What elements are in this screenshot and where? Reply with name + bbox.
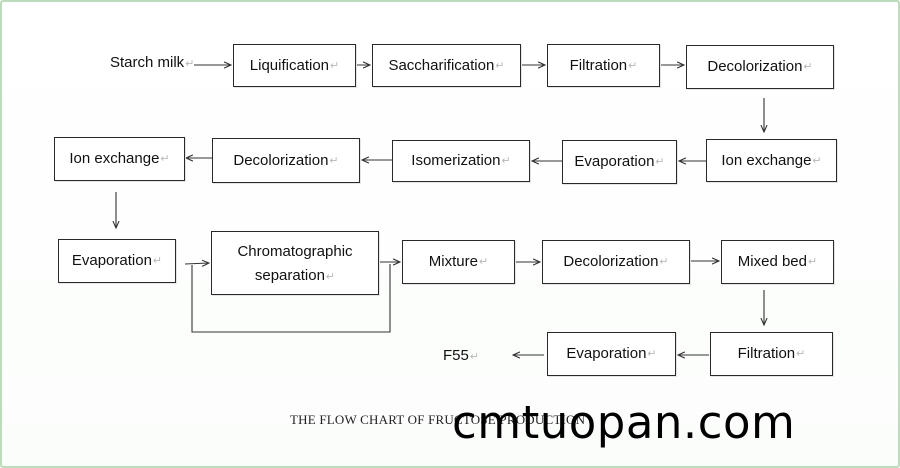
return-mark: ↵ <box>647 348 657 360</box>
step-label-line-2: separation↵ <box>237 264 352 289</box>
step-ion-exchange-1: Ion exchange↵ <box>706 139 837 182</box>
step-label: Ion exchange <box>69 150 160 167</box>
return-mark: ↵ <box>478 256 489 268</box>
start-label: Starch milk↵ <box>110 54 194 71</box>
step-label: Decolorization <box>707 58 803 75</box>
step-isomerization: Isomerization↵ <box>392 140 530 182</box>
step-label: Isomerization <box>411 152 501 169</box>
step-decolorization-1: Decolorization↵ <box>686 45 834 89</box>
bypass-line <box>191 264 391 333</box>
step-ion-exchange-2: Ion exchange↵ <box>54 137 185 181</box>
step-label: Ion exchange <box>721 151 812 169</box>
step-decolorization-2: Decolorization↵ <box>212 138 360 183</box>
step-label: Decolorization <box>233 151 329 169</box>
step-label-line-2-text: separation <box>254 266 325 284</box>
return-mark: ↵ <box>160 153 170 165</box>
step-label-two-line: Chromatographic separation↵ <box>237 240 352 289</box>
return-mark: ↵ <box>659 256 669 268</box>
step-label: Evaporation <box>566 345 647 362</box>
step-label: Evaporation <box>71 252 152 269</box>
step-liquification: Liquification↵ <box>233 44 356 87</box>
step-decolorization-3: Decolorization↵ <box>542 240 690 284</box>
return-mark: ↵ <box>655 156 665 168</box>
return-mark: ↵ <box>325 270 336 283</box>
end-label-text: F55 <box>443 347 469 364</box>
arrow-evaporation-to-chromatographic <box>184 263 209 264</box>
step-label: Mixed bed <box>737 253 807 270</box>
step-mixture: Mixture↵ <box>402 240 515 284</box>
step-filtration-1: Filtration↵ <box>547 44 660 87</box>
step-evaporation-1: Evaporation↵ <box>562 140 677 184</box>
step-mixed-bed: Mixed bed↵ <box>721 240 834 284</box>
return-mark: ↵ <box>796 348 806 360</box>
step-label: Saccharification <box>388 56 495 74</box>
return-mark: ↵ <box>808 256 818 268</box>
step-label: Mixture <box>428 253 478 270</box>
return-mark: ↵ <box>803 61 813 73</box>
watermark: cmtuopan.com <box>452 396 796 449</box>
return-mark: ↵ <box>628 59 638 72</box>
return-mark: ↵ <box>330 59 340 72</box>
return-mark: ↵ <box>329 154 339 167</box>
return-mark: ↵ <box>501 155 511 167</box>
step-chromatographic-separation: Chromatographic separation↵ <box>211 231 379 295</box>
step-evaporation-2: Evaporation↵ <box>58 239 176 283</box>
step-label: Filtration <box>737 345 796 362</box>
step-label: Filtration <box>569 56 628 74</box>
step-label: Evaporation <box>574 153 655 170</box>
step-filtration-2: Filtration↵ <box>710 332 833 376</box>
start-label-text: Starch milk <box>110 54 185 71</box>
step-evaporation-3: Evaporation↵ <box>547 332 676 376</box>
step-label: Decolorization <box>563 253 659 270</box>
step-label: Liquification <box>249 56 329 74</box>
return-mark: ↵ <box>185 58 195 70</box>
return-mark: ↵ <box>152 255 163 267</box>
return-mark: ↵ <box>812 154 822 167</box>
return-mark: ↵ <box>495 59 505 72</box>
end-label: F55↵ <box>443 347 479 364</box>
chart-caption: THE FLOW CHART OF FRUCTOSE PRODUCTION <box>290 412 586 427</box>
return-mark: ↵ <box>469 351 480 363</box>
step-saccharification: Saccharification↵ <box>372 44 521 87</box>
step-label-line-1: Chromatographic <box>237 242 353 260</box>
